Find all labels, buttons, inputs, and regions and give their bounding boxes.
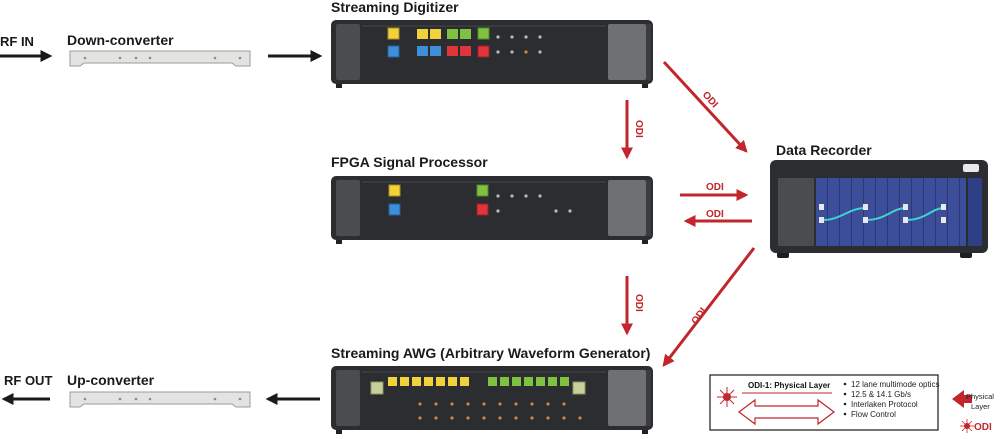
fpga-processor-label: FPGA Signal Processor — [331, 154, 488, 170]
streaming-awg-unit — [331, 366, 653, 434]
legend-bullet-4: Flow Control — [851, 410, 896, 419]
odi-label-digitizer-fpga: ODI — [633, 120, 644, 138]
rf-in-label: RF IN — [0, 34, 34, 49]
odi-label-recorder-fpga: ODI — [706, 209, 724, 220]
legend-bullet-1: 12 lane multimode optics — [851, 380, 940, 389]
rf-out-label: RF OUT — [4, 373, 52, 388]
down-converter-board — [69, 50, 251, 67]
fpga-processor-unit — [331, 176, 653, 244]
odi-logo-burst-icon — [960, 419, 974, 433]
rf-signal-arrows — [0, 50, 323, 405]
physical-layer-marker: Physical Layer ODI — [952, 390, 994, 433]
odi-legend-box: ODI-1: Physical Layer 12 lane multimode … — [709, 374, 940, 431]
recorder-to-awg-arrow — [662, 247, 756, 367]
legend-bullet-2: 12.5 & 14.1 Gb/s — [851, 390, 911, 399]
legend-bullet-3: Interlaken Protocol — [851, 400, 918, 409]
streaming-awg-label: Streaming AWG (Arbitrary Waveform Genera… — [331, 345, 650, 361]
bidirectional-arrow-icon — [738, 398, 835, 426]
up-converter-label: Up-converter — [67, 372, 155, 388]
odi-logo-text: ODI — [974, 422, 992, 433]
data-recorder-label: Data Recorder — [776, 142, 872, 158]
streaming-digitizer-label: Streaming Digitizer — [331, 0, 459, 15]
digitizer-to-recorder-arrow — [662, 60, 748, 153]
down-converter-label: Down-converter — [67, 32, 174, 48]
data-recorder-unit — [770, 160, 988, 258]
odi-label-digitizer-recorder: ODI — [700, 90, 720, 111]
physical-layer-arrow-icon — [952, 390, 972, 408]
streaming-digitizer-unit — [331, 20, 653, 88]
laser-burst-icon — [717, 387, 737, 407]
odi-label-fpga-recorder: ODI — [706, 182, 724, 193]
odi-label-fpga-awg: ODI — [633, 294, 644, 312]
physical-layer-label-2: Layer — [971, 402, 990, 411]
physical-layer-label-1: Physical — [966, 392, 994, 401]
odi-link-arrows — [621, 60, 756, 367]
legend-title: ODI-1: Physical Layer — [748, 381, 830, 390]
up-converter-board — [69, 391, 251, 408]
